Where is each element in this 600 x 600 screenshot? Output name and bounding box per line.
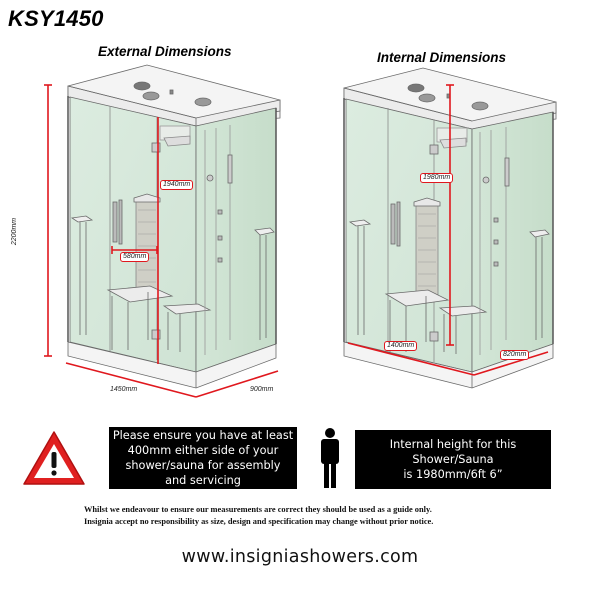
external-door-height-label: 1940mm (160, 180, 194, 190)
clearance-line-3: shower/sauna for assembly (125, 459, 281, 472)
model-title: KSY1450 (8, 6, 104, 31)
internal-dimensions-title: Internal Dimensions (377, 50, 507, 65)
person-icon (321, 428, 339, 488)
clearance-line-2: 400mm either side of your (127, 444, 279, 457)
internal-dimension-lines (347, 84, 549, 376)
external-width-label: 1450mm (110, 386, 138, 393)
external-dimension-lines (44, 84, 279, 398)
internal-width-label: 1400mm (384, 341, 418, 351)
clearance-line-1: Please ensure you have at least (112, 429, 294, 442)
external-dimensions-title: External Dimensions (98, 44, 232, 59)
cabin-drawings (44, 64, 557, 398)
external-height-label: 2200mm (11, 217, 19, 246)
clearance-notice: Please ensure you have at least 400mm ei… (109, 427, 297, 489)
internal-height-notice: Internal height for this Shower/Sauna is… (355, 430, 551, 489)
height-line-1: Internal height for this (389, 438, 517, 451)
clearance-line-4: and servicing (165, 474, 241, 487)
height-line-3: is 1980mm/6ft 6” (403, 468, 503, 481)
external-depth-label: 900mm (250, 386, 274, 393)
external-cabin (67, 64, 281, 389)
disclaimer-line-1: Whilst we endeavour to ensure our measur… (84, 505, 432, 514)
website-link[interactable]: www.insigniashowers.com (181, 547, 419, 567)
external-door-width-label: 580mm (120, 252, 150, 262)
disclaimer-line-2: Insignia accept no responsibility as siz… (84, 516, 434, 526)
internal-depth-label: 820mm (500, 350, 530, 360)
height-line-2: Shower/Sauna (412, 453, 494, 466)
internal-height-label: 1980mm (420, 173, 454, 183)
disclaimer: Whilst we endeavour to ensure our measur… (84, 504, 524, 527)
warning-triangle-icon (23, 431, 85, 485)
internal-cabin (343, 67, 557, 389)
